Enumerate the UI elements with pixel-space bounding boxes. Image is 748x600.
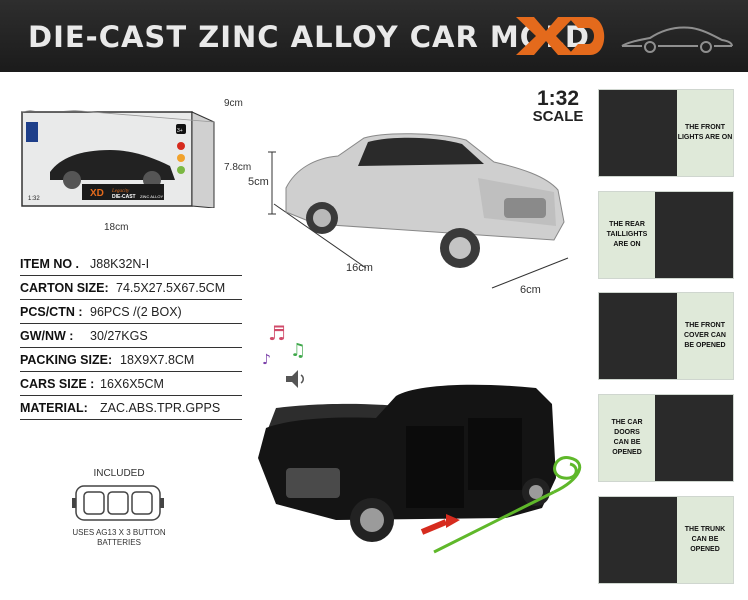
spec-row: CARTON SIZE:74.5X27.5X67.5CM: [20, 276, 242, 300]
pullback-spiral-icon: [433, 456, 582, 554]
package-line1: DIE-CAST: [112, 194, 136, 200]
scale-label: 1:32 SCALE: [532, 87, 584, 125]
spec-row: GW/NW :30/27KGS: [20, 324, 242, 348]
silver-car-image: [268, 133, 569, 289]
page-title: DIE-CAST ZINC ALLOY CAR MOLD: [28, 20, 590, 54]
doors-photo: [655, 395, 733, 481]
battery-caption: USES AG13 X 3 BUTTON BATTERIES: [72, 528, 166, 547]
car-length-label: 16cm: [346, 262, 373, 274]
spec-row: CARS SIZE :16X6X5CM: [20, 372, 242, 396]
car-width-label: 6cm: [520, 284, 541, 296]
trunk-photo: [599, 497, 677, 583]
headlight-photo: [599, 90, 677, 176]
box-height-label: 7.8cm: [224, 162, 252, 173]
battery-included-label: INCLUDED: [93, 468, 145, 479]
svg-text:XD: XD: [90, 188, 104, 199]
svg-text:♬: ♬: [268, 321, 286, 345]
spec-row: PCS/CTN :96PCS /(2 BOX): [20, 300, 242, 324]
music-notes-icon: ♬ ♪ ♫: [262, 321, 306, 368]
package-line2: ZINC ALLOY: [140, 194, 163, 199]
xd-brand-logo: [516, 17, 605, 55]
package-box: XD Legacity DIE-CAST ZINC ALLOY 1:32 3+: [21, 110, 215, 208]
spec-list: ITEM NO .J88K32N-I CARTON SIZE:74.5X27.5…: [20, 252, 242, 420]
black-car-image: [258, 384, 556, 542]
car-height-label: 5cm: [248, 176, 269, 188]
svg-text:♫: ♫: [290, 340, 306, 361]
spec-row: PACKING SIZE:18X9X7.8CM: [20, 348, 242, 372]
box-width-label: 18cm: [104, 222, 129, 233]
speaker-icon: [286, 370, 304, 388]
battery-info: INCLUDED USES AG13 X 3 BUTTON BATTERIES: [64, 468, 174, 550]
taillight-photo: [655, 192, 733, 278]
spec-row: MATERIAL:ZAC.ABS.TPR.GPPS: [20, 396, 242, 420]
package-scale: 1:32: [28, 196, 40, 202]
package-brand-script: Legacity: [111, 189, 130, 194]
battery-icon: [72, 485, 164, 521]
age-badge: 3+: [177, 128, 183, 134]
car-silhouette-icon: [621, 26, 733, 53]
spec-row: ITEM NO .J88K32N-I: [20, 252, 242, 276]
box-depth-label: 9cm: [224, 98, 243, 109]
header-banner: DIE-CAST ZINC ALLOY CAR MOLD: [0, 0, 748, 72]
hood-photo: [599, 293, 677, 379]
svg-text:♪: ♪: [262, 352, 271, 368]
